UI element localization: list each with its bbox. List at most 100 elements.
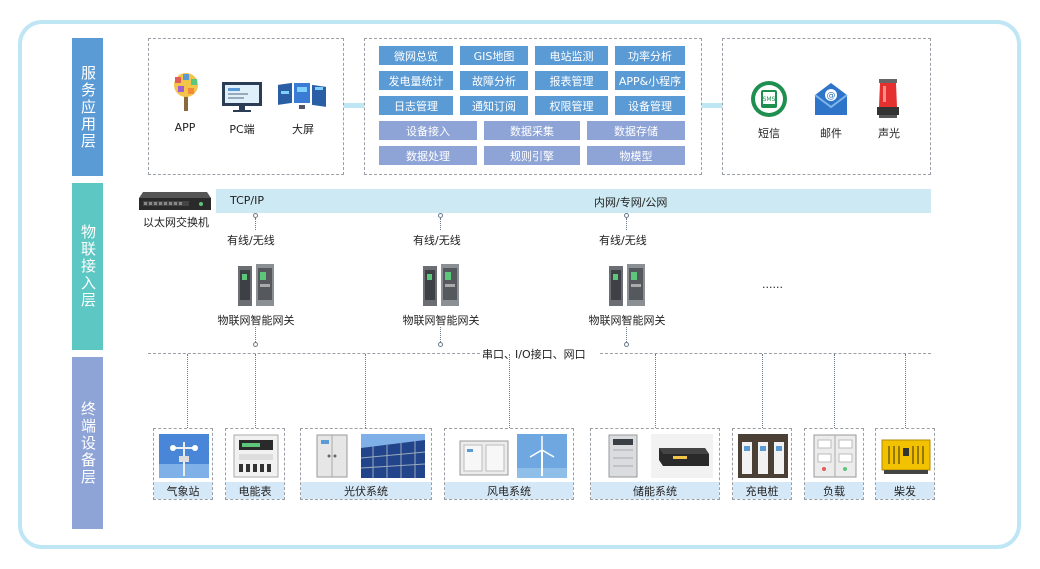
layer-label-service: 服务应用层 xyxy=(72,38,103,176)
svg-text:@: @ xyxy=(827,91,836,101)
mail-icon: @ xyxy=(814,83,848,115)
client-label-big-screen: 大屏 xyxy=(292,123,314,136)
device-label: 电能表 xyxy=(226,482,284,499)
device-drop-line xyxy=(187,354,188,428)
interfaces-line-left xyxy=(148,353,480,354)
service-generation-stats: 发电量统计 xyxy=(379,71,453,90)
client-label-pc: PC端 xyxy=(229,123,255,136)
link-type-label: 有线/无线 xyxy=(599,234,647,247)
device-charging-pile: 充电桩 xyxy=(732,428,792,500)
device-drop-line xyxy=(509,354,510,428)
interfaces-line-right xyxy=(600,353,931,354)
device-label: 柴发 xyxy=(876,482,934,499)
connector-left xyxy=(344,103,364,108)
device-drop-line xyxy=(255,354,256,428)
protocol-label: TCP/IP xyxy=(230,194,264,207)
alerts-box: SMS 短信 @ 邮件 声光 xyxy=(722,38,931,175)
device-weather-station: 气象站 xyxy=(153,428,213,500)
service-fault-analysis: 故障分析 xyxy=(460,71,528,90)
gateway-label: 物联网智能网关 xyxy=(588,314,666,327)
node-dot xyxy=(438,213,443,218)
device-drop-line xyxy=(834,354,835,428)
service-data-processing: 数据处理 xyxy=(379,146,477,165)
wind-cabinet-icon xyxy=(459,440,509,476)
service-app-miniprogram: APP&小程序 xyxy=(615,71,685,90)
service-notification: 通知订阅 xyxy=(460,96,528,115)
link-line xyxy=(255,218,256,230)
link-type-label: 有线/无线 xyxy=(227,234,275,247)
client-label-app: APP xyxy=(174,121,196,134)
device-diesel-generator: 柴发 xyxy=(875,428,935,500)
alert-label-mail: 邮件 xyxy=(820,127,842,140)
solar-panel-icon xyxy=(361,434,425,478)
service-power-analysis: 功率分析 xyxy=(615,46,685,65)
service-thing-model: 物模型 xyxy=(587,146,685,165)
service-report-management: 报表管理 xyxy=(535,71,608,90)
gateway-device-icon xyxy=(238,264,274,306)
weather-station-icon xyxy=(159,434,209,478)
device-drop-line xyxy=(655,354,656,428)
switch-label: 以太网交换机 xyxy=(143,216,209,229)
clients-box: APP PC端 大屏 xyxy=(148,38,344,175)
pv-cabinet-icon xyxy=(316,434,348,478)
gateway-device-icon xyxy=(609,264,645,306)
pc-monitor-icon xyxy=(222,82,262,112)
big-screen-icon xyxy=(278,82,326,109)
device-label: 气象站 xyxy=(154,482,212,499)
link-line xyxy=(255,327,256,342)
service-gis-map: GIS地图 xyxy=(460,46,528,65)
gateway-label: 物联网智能网关 xyxy=(402,314,480,327)
service-rule-engine: 规则引擎 xyxy=(484,146,580,165)
energy-meter-icon xyxy=(233,434,279,478)
link-type-label: 有线/无线 xyxy=(413,234,461,247)
device-label: 光伏系统 xyxy=(301,482,431,499)
link-line xyxy=(440,218,441,230)
service-overview: 微网总览 xyxy=(379,46,453,65)
link-line xyxy=(626,218,627,230)
alarm-light-icon xyxy=(877,79,899,118)
device-wind-system: 风电系统 xyxy=(444,428,574,500)
gateway-device-icon xyxy=(423,264,459,306)
wind-turbine-icon xyxy=(517,434,567,478)
sms-icon: SMS xyxy=(751,81,787,117)
node-dot xyxy=(438,342,443,347)
device-label: 充电桩 xyxy=(733,482,791,499)
service-data-storage: 数据存储 xyxy=(587,121,685,140)
layer-label-iot-access: 物联接入层 xyxy=(72,183,103,350)
service-permission-management: 权限管理 xyxy=(535,96,608,115)
device-drop-line xyxy=(365,354,366,428)
diesel-generator-icon xyxy=(881,439,931,474)
services-box xyxy=(364,38,702,175)
svg-text:SMS: SMS xyxy=(763,96,776,103)
alert-label-alarm-light: 声光 xyxy=(878,127,900,140)
charging-pile-icon xyxy=(738,434,788,478)
ethernet-switch-icon xyxy=(139,192,211,210)
alert-label-sms: 短信 xyxy=(758,127,780,140)
device-load: 负载 xyxy=(804,428,864,500)
node-dot xyxy=(624,213,629,218)
battery-pack-icon xyxy=(651,434,713,478)
load-cabinet-icon xyxy=(813,434,857,478)
service-device-management: 设备管理 xyxy=(615,96,685,115)
storage-cabinet-icon xyxy=(608,434,638,478)
app-tree-icon xyxy=(174,73,198,111)
interfaces-label: 串口、I/O接口、网口 xyxy=(482,348,586,361)
link-line xyxy=(626,327,627,342)
device-drop-line xyxy=(905,354,906,428)
connector-right xyxy=(702,103,722,108)
device-label: 负载 xyxy=(805,482,863,499)
layer-label-terminal: 终端设备层 xyxy=(72,357,103,529)
service-device-access: 设备接入 xyxy=(379,121,477,140)
device-drop-line xyxy=(762,354,763,428)
device-label: 储能系统 xyxy=(591,482,719,499)
node-dot xyxy=(253,213,258,218)
device-label: 风电系统 xyxy=(445,482,573,499)
device-pv-system: 光伏系统 xyxy=(300,428,432,500)
link-line xyxy=(440,327,441,342)
service-data-collection: 数据采集 xyxy=(484,121,580,140)
device-storage-system: 储能系统 xyxy=(590,428,720,500)
device-energy-meter: 电能表 xyxy=(225,428,285,500)
gateway-label: 物联网智能网关 xyxy=(217,314,295,327)
node-dot xyxy=(253,342,258,347)
network-types-label: 内网/专网/公网 xyxy=(594,196,668,209)
